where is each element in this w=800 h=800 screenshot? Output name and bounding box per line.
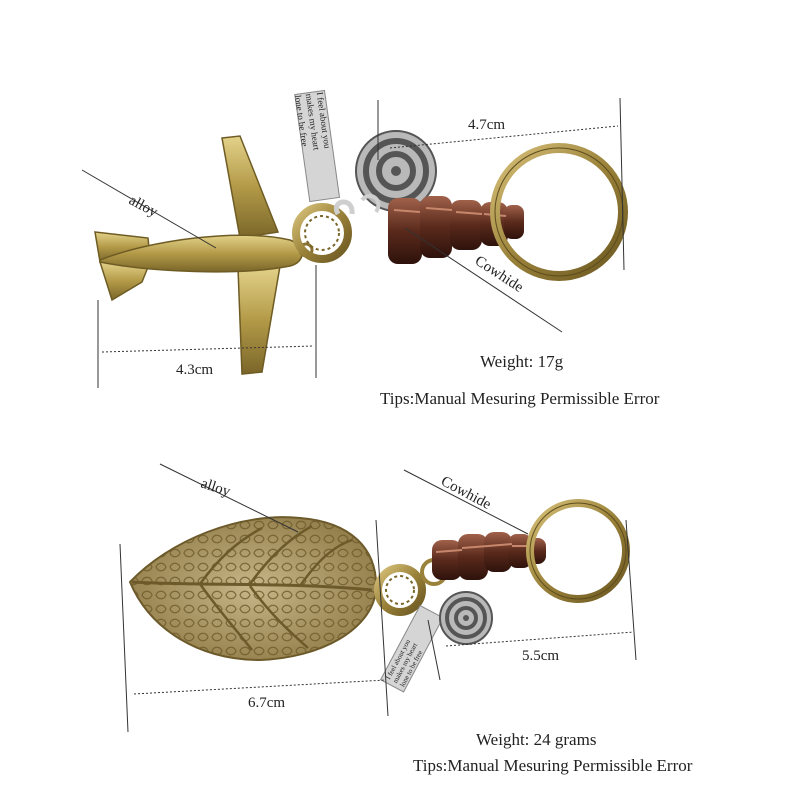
top-weight-text: Weight: 17g [480,352,564,371]
top-width-left-label: 4.3cm [176,362,213,378]
top-tag-engraving: I feel about you makes my heart lone to … [293,91,333,151]
top-alloy-label: alloy [126,192,160,220]
top-dimension-lines [81,97,625,388]
bottom-width-left-label: 6.7cm [248,695,285,711]
bottom-tips-text: Tips:Manual Mesuring Permissible Error [413,756,693,775]
airplane-keychain [94,89,628,375]
bottom-cowhide-label: Cowhide [438,473,494,513]
bottom-weight-text: Weight: 24 grams [476,730,596,749]
bottom-dimension-lines [119,463,637,733]
top-width-right-label: 4.7cm [468,117,505,133]
bottom-alloy-label: alloy [199,476,233,501]
top-tips-text: Tips:Manual Mesuring Permissible Error [380,389,660,408]
leaf-keychain [128,499,630,693]
bottom-width-right-label: 5.5cm [522,648,559,664]
